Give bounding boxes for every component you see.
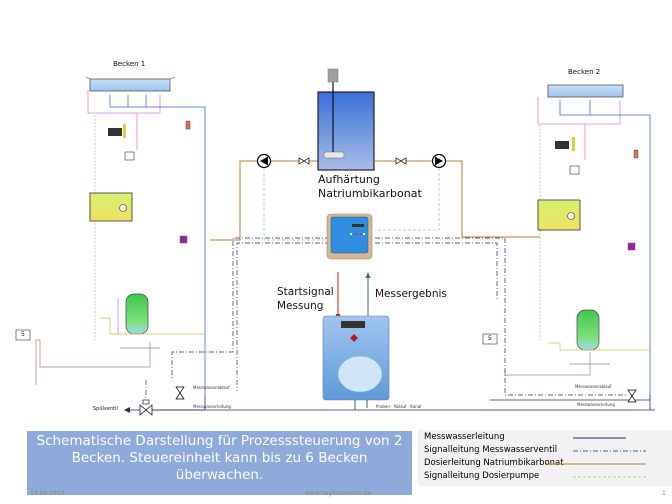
flush-valve [139,399,153,416]
basin-2-schematic [482,84,651,395]
analyzer-display [341,321,365,328]
tank-label: Aufhärtung Natriumbikarbonat [318,173,422,201]
legend-item-pump-signal: Signalleitung Dosierpumpe [424,471,540,481]
valve-signal-left [171,237,330,378]
flush-valve-label: Spülventil [93,406,118,412]
analyzer-unit [322,315,390,401]
start-signal-line2: Messung [277,300,324,312]
measure-line-label-left: Messwasserleitung [193,404,231,409]
dosing-valve-right [395,157,407,165]
basin-1-pool [89,78,171,92]
legend: Messwasserleitung Signalleitung Messwass… [418,430,672,486]
footer-date: 14.06.2013 [30,490,65,497]
dosing-valve-left [298,157,310,165]
basin-2-pool [547,84,624,98]
basin-1-filter-vessel [125,293,149,335]
legend-item-dosing-line: Dosierleitung Natriumbikarbonat [424,458,564,468]
caption-box: Schematische Darstellung für Prozesssteu… [27,431,412,495]
footer-website: www.heylneomeris.de [305,490,372,497]
measure-valve-right [627,389,637,403]
sample-box-right-label: 5 [488,335,492,342]
sample-box-left-label: 5 [21,331,25,338]
pump-signal-right [375,168,440,231]
bicarbonate-tank [317,68,375,171]
dosing-line-right [446,160,540,238]
legend-item-measure-water: Messwasserleitung [424,432,505,442]
legend-item-valve-signal: Signalleitung Messwasserventil [424,445,558,455]
start-signal-label: Startsignal Messung [277,285,334,313]
control-unit-display [352,224,364,227]
flush-outlet-arrow [124,407,130,413]
dosing-pump-left [256,153,272,169]
basin-1-measure-line [109,95,206,395]
measure-line-label-right: Messwasserleitung [577,402,615,407]
dosing-line-left [210,160,258,241]
tank-label-line1: Aufhärtung [318,173,380,186]
basin-1-label: Becken 1 [113,60,146,68]
basin-2-measure-line [559,100,651,395]
outlet-label-left: Messwasserablauf [193,385,230,390]
valve-signal-right [375,237,628,396]
legend-swatches [546,437,646,478]
control-unit [326,213,373,260]
mixer-motor [327,68,339,83]
result-label: Messergebnis [375,288,447,300]
tank-label-line2: Natriumbikarbonat [318,187,422,200]
footer-page-number: 1 [662,490,666,497]
basin-1-schematic [15,76,206,395]
basin-2-label: Becken 2 [568,68,601,76]
outlet-label-right: Messwasserablauf [575,384,612,389]
start-signal-line1: Startsignal [277,286,334,298]
basin-2-filter-vessel [576,309,600,351]
pump-signal-left [263,168,330,241]
dosing-pump-right [431,153,447,169]
measure-valve-left [175,386,185,400]
analyzer-note: Proben · Ablauf · Kanal [376,404,422,409]
